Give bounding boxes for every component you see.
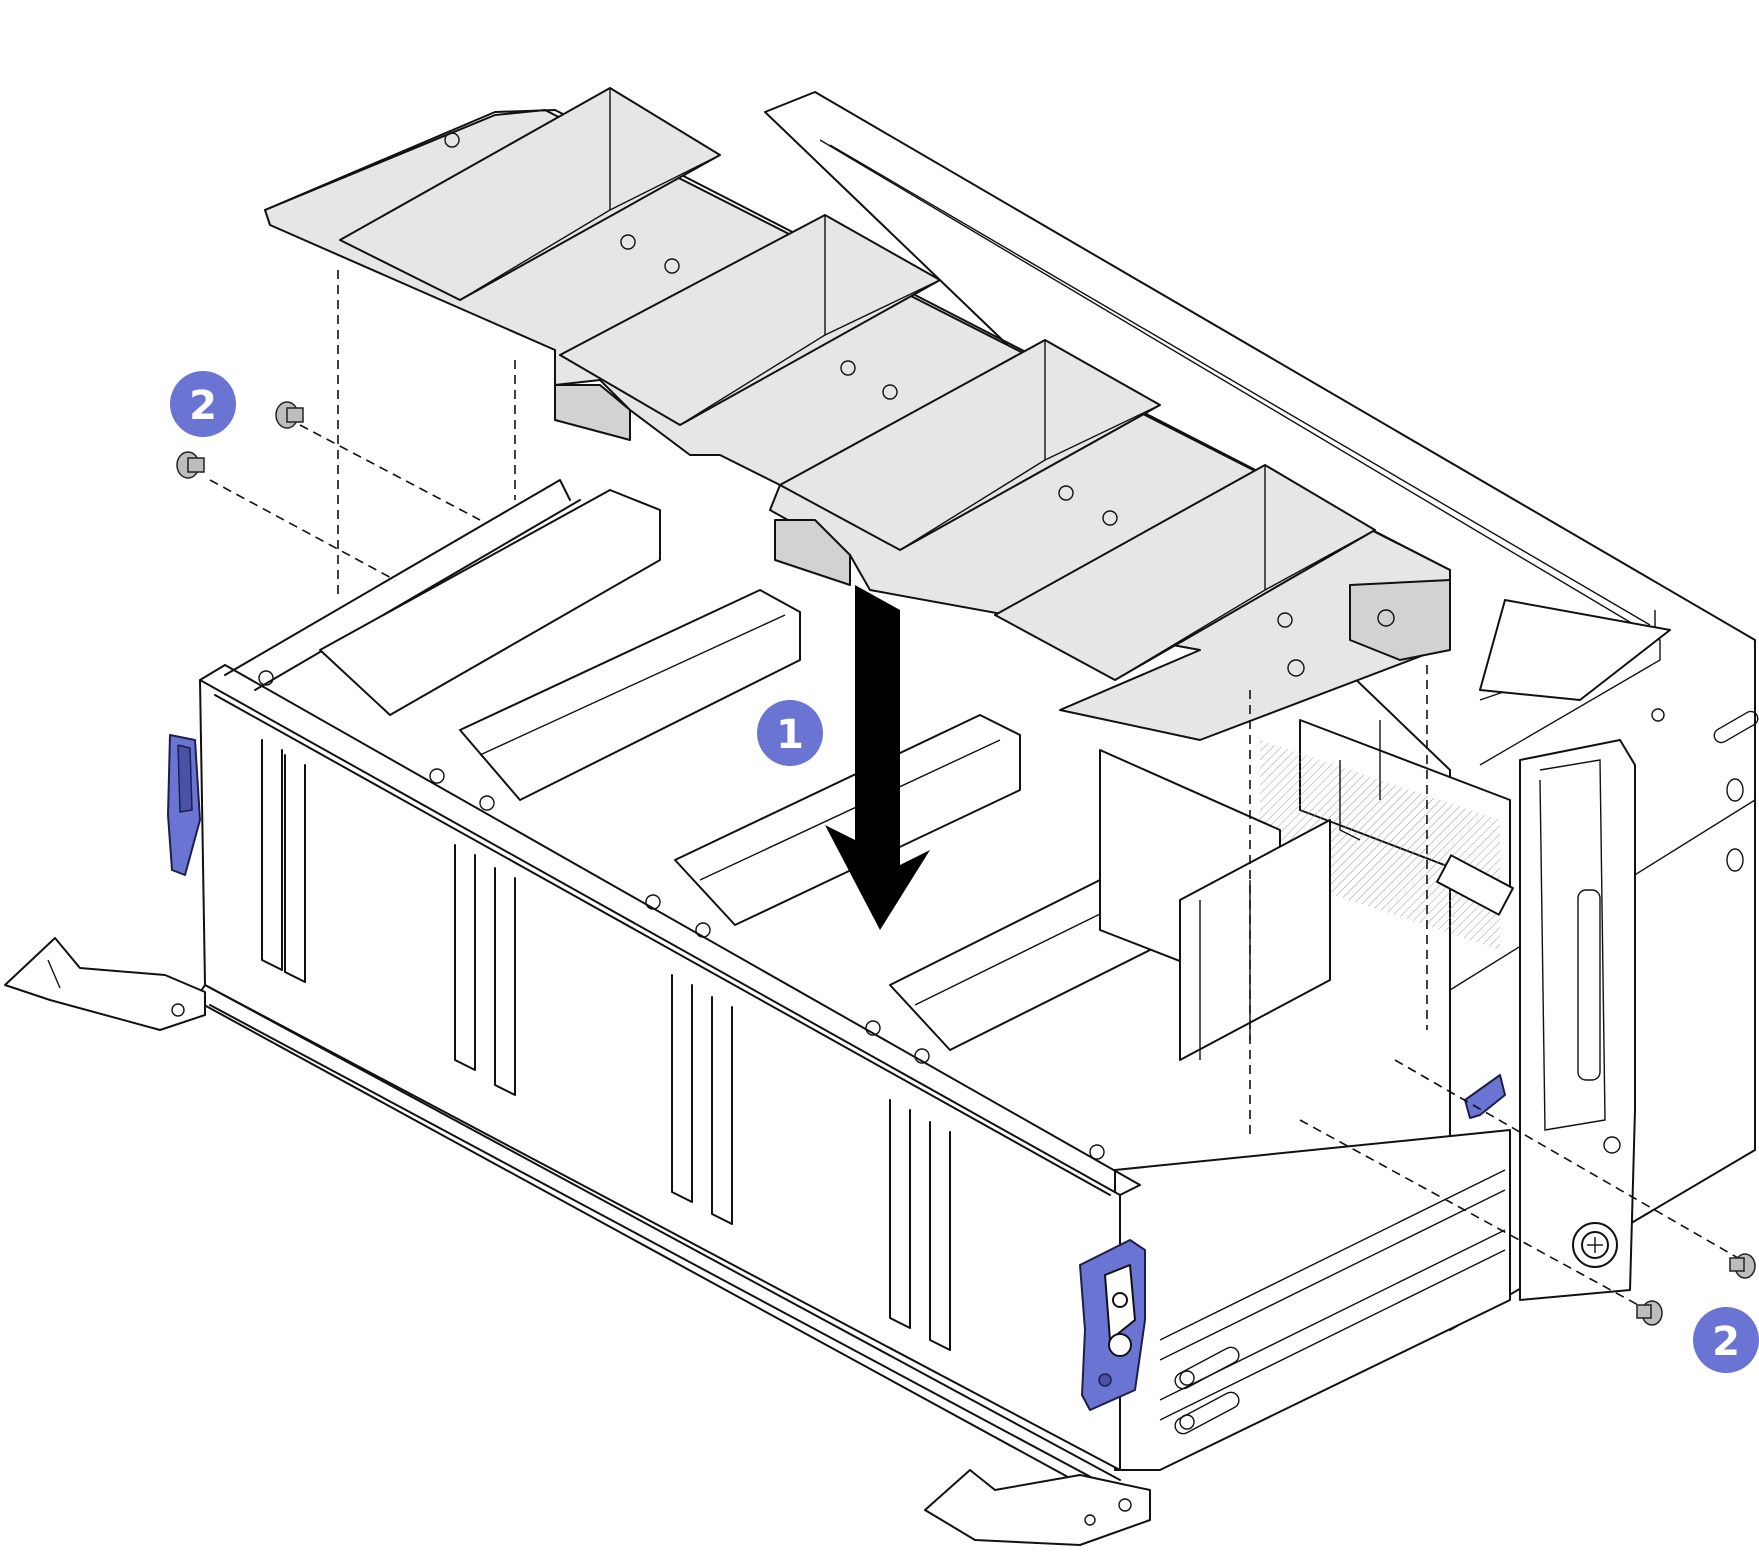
- fan-slots: [319, 489, 1331, 1061]
- alignment-guides: [209, 270, 1739, 1307]
- frame-screws: [258, 670, 1105, 1160]
- step-2-label-left: 2: [189, 383, 217, 429]
- step-2-callout-right: 2: [1693, 1307, 1759, 1373]
- step-2-callout-left: 2: [170, 371, 236, 437]
- step-2-label-right: 2: [1712, 1319, 1740, 1365]
- step-1-callout: 1: [757, 700, 823, 766]
- screw-icon: [176, 451, 205, 479]
- fan-cage: [4, 479, 1636, 1546]
- step-1-label: 1: [776, 712, 804, 758]
- screw-icon: [275, 401, 304, 429]
- front-release-latch: [1079, 1239, 1146, 1411]
- right-release-latch: [1464, 1074, 1506, 1119]
- server-chassis: [764, 91, 1759, 1331]
- screw-icon: [1636, 1300, 1663, 1326]
- down-arrow-icon: [825, 585, 930, 930]
- left-release-latch: [167, 734, 201, 876]
- air-duct: [264, 87, 1451, 741]
- fan-bay-dividers: [261, 739, 951, 1351]
- screw-icon: [1729, 1253, 1756, 1279]
- support-feet: [4, 937, 1151, 1546]
- thumbscrew: [1572, 1222, 1618, 1268]
- duct-screws: [444, 132, 1395, 677]
